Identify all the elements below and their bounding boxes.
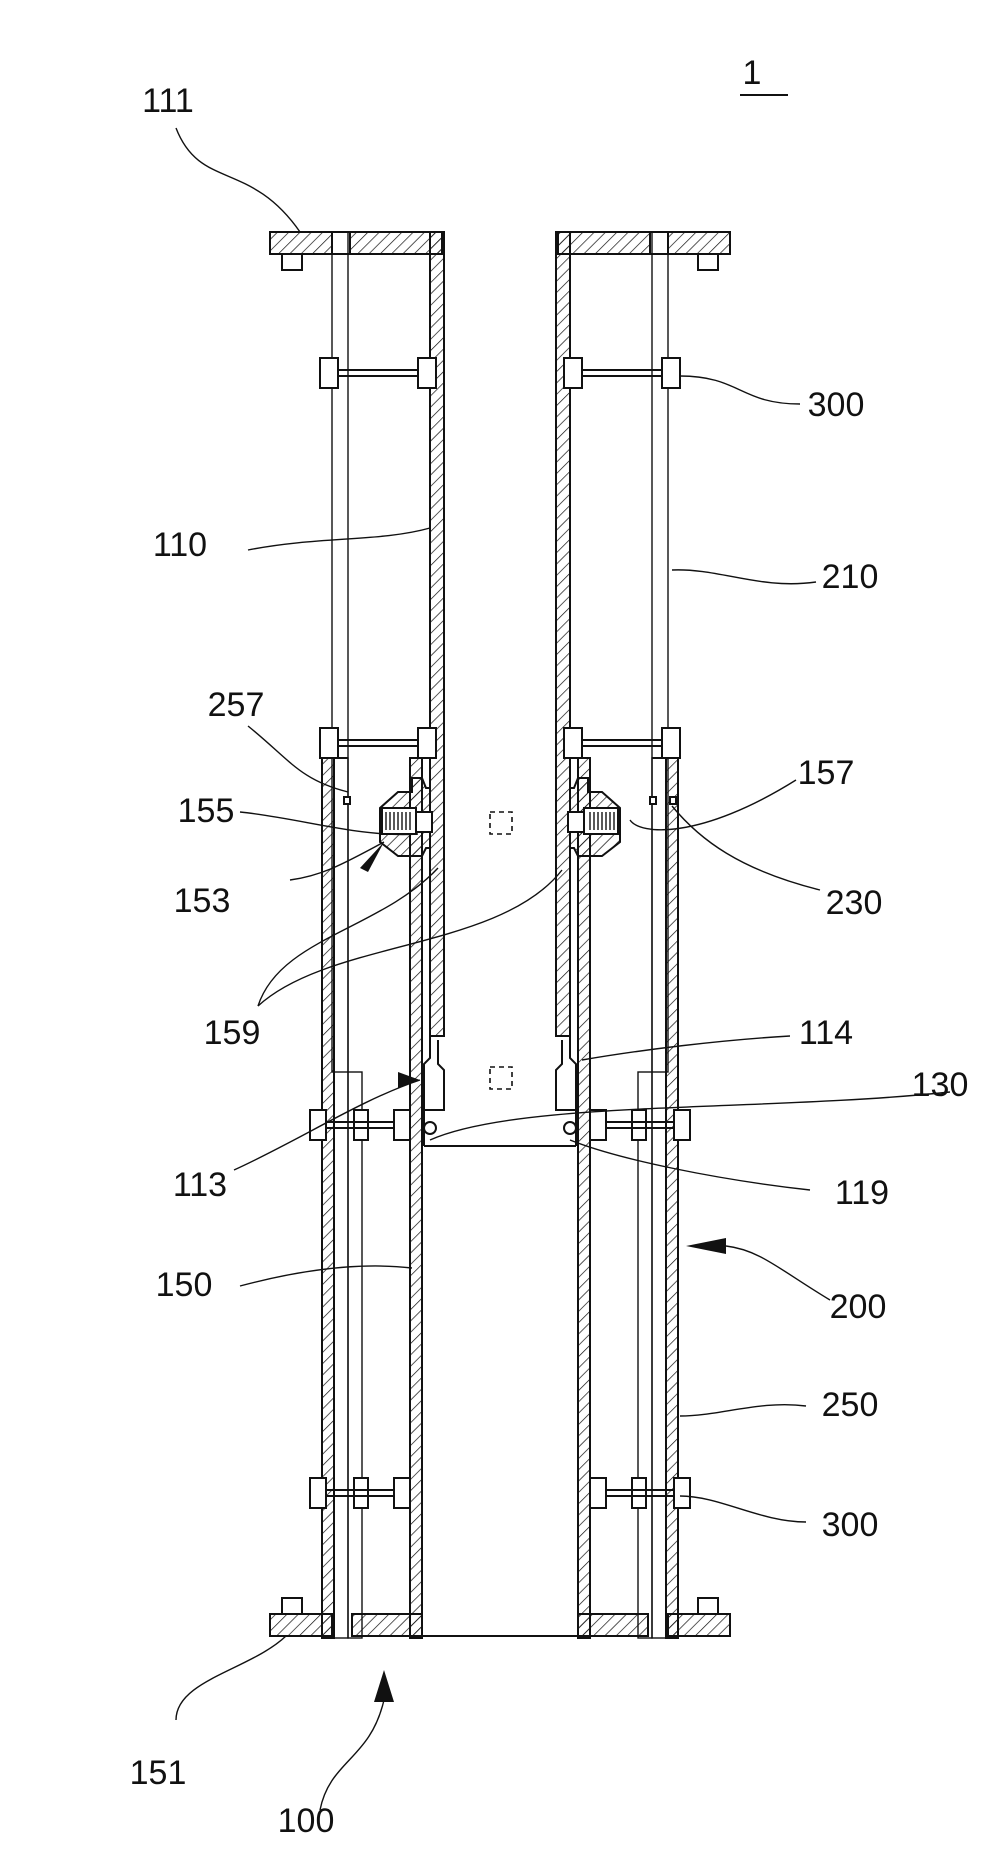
label-257: 257 (208, 686, 265, 724)
upper-rollers (320, 358, 680, 388)
label-153: 153 (174, 882, 231, 920)
label-230: 230 (826, 884, 883, 922)
arrow-100 (374, 1670, 394, 1702)
label-130: 130 (912, 1066, 969, 1104)
figure-number: 1 (743, 54, 762, 92)
label-119: 119 (835, 1174, 889, 1212)
label-113: 113 (173, 1166, 227, 1204)
label-200: 200 (830, 1288, 887, 1326)
label-155: 155 (178, 792, 235, 830)
label-110: 110 (153, 526, 207, 564)
label-114: 114 (799, 1014, 853, 1052)
sensor-lower (490, 1067, 512, 1089)
label-111: 111 (142, 82, 194, 120)
label-159: 159 (204, 1014, 261, 1052)
bottom-flange (270, 1598, 730, 1636)
label-100: 100 (278, 1802, 335, 1840)
label-150: 150 (156, 1266, 213, 1304)
upper-rods (332, 232, 668, 1072)
upper-inner-tube (424, 232, 576, 1110)
label-157: 157 (798, 754, 855, 792)
outer-tube (322, 758, 678, 1638)
lower-rollers (310, 1478, 690, 1508)
label-300-bottom: 300 (822, 1506, 879, 1544)
arrow-153 (360, 842, 384, 872)
label-151: 151 (130, 1754, 187, 1792)
mid-rollers (320, 728, 680, 758)
label-300-top: 300 (808, 386, 865, 424)
top-flange (270, 232, 730, 270)
sensor-upper (490, 812, 512, 834)
right-latch-housing (568, 778, 620, 856)
left-latch-housing (380, 778, 432, 856)
label-210: 210 (822, 558, 879, 596)
arrow-200 (686, 1238, 726, 1254)
middle-rollers (310, 1110, 690, 1140)
label-250: 250 (822, 1386, 879, 1424)
